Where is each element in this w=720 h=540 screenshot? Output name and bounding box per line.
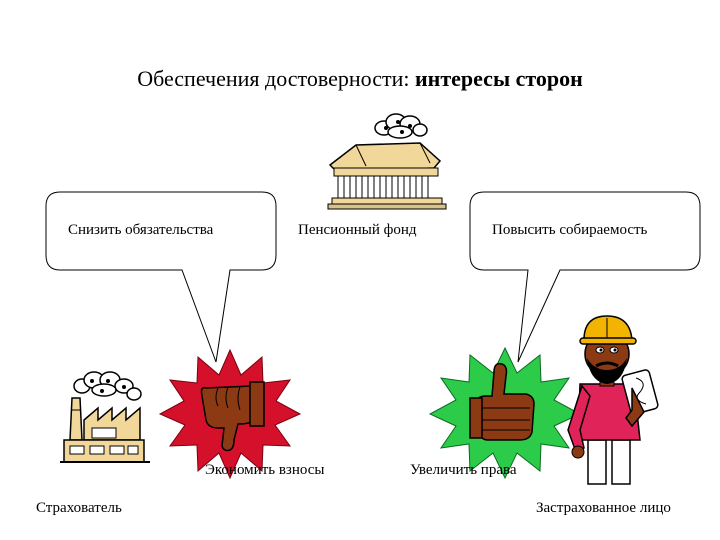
bubble-right-text: Повысить собираемость bbox=[492, 222, 648, 238]
title-regular: Обеспечения достоверности: bbox=[137, 66, 415, 91]
slide-title: Обеспечения достоверности: интересы стор… bbox=[0, 66, 720, 92]
thumbs-down-icon bbox=[158, 348, 302, 480]
thumbs-up-icon bbox=[428, 346, 582, 480]
speech-bubble-right bbox=[469, 191, 701, 363]
factory-icon bbox=[60, 371, 150, 463]
save-contributions-label: Экономить взносы bbox=[205, 462, 325, 478]
title-bold: интересы сторон bbox=[414, 66, 583, 91]
bubble-left-text: Снизить обязательства bbox=[68, 222, 214, 238]
worker-icon bbox=[567, 315, 659, 485]
insurer-label: Страхователь bbox=[36, 500, 122, 516]
insured-person-label: Застрахованное лицо bbox=[536, 500, 671, 516]
increase-rights-label: Увеличить права bbox=[410, 462, 517, 478]
pension-fund-building-icon bbox=[327, 113, 447, 210]
speech-bubble-left bbox=[45, 191, 277, 363]
pension-fund-label: Пенсионный фонд bbox=[298, 222, 417, 238]
